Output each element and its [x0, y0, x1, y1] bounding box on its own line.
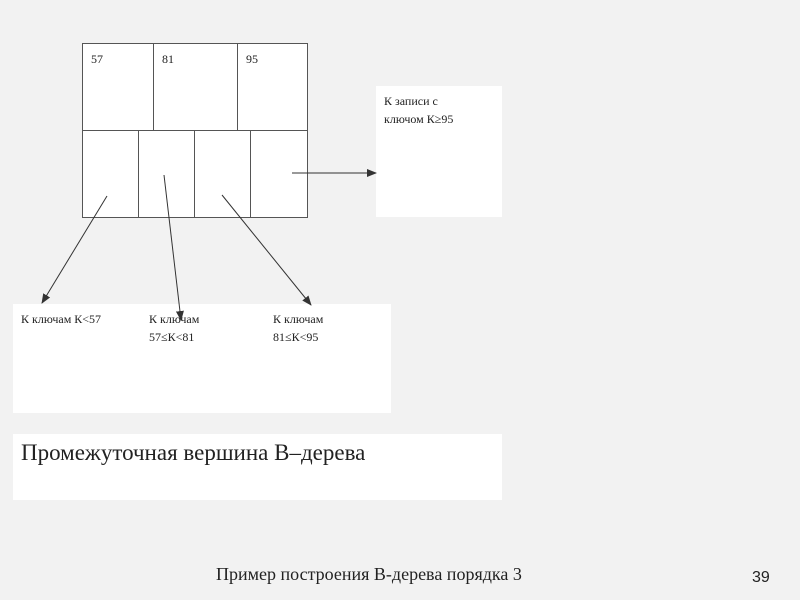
- child-box-81-95: К ключам 81≤К<95: [265, 304, 391, 413]
- slide-number: 39: [752, 569, 770, 586]
- node-key-95: 95: [237, 43, 308, 131]
- record-pointer-box: К записи с ключом К≥95: [376, 86, 502, 217]
- child-81-95-line-2: 81≤К<95: [273, 330, 319, 344]
- node-key-57: 57: [82, 43, 154, 131]
- child-box-57-81: К ключам 57≤К<81: [141, 304, 265, 413]
- child-box-lt57: К ключам К<57: [13, 304, 141, 413]
- arrow-pointer-3-to-81-95: [221, 194, 312, 306]
- record-pointer-line-1: К записи с: [384, 94, 438, 108]
- node-pointer-4: [250, 130, 308, 218]
- caption-box: Промежуточная вершина B–дерева: [13, 434, 502, 500]
- node-pointer-2: [138, 130, 195, 218]
- slide-footer-title: Пример построения B-дерева порядка 3: [216, 564, 522, 584]
- child-81-95-line-1: К ключам: [273, 312, 324, 326]
- node-key-81: 81: [153, 43, 238, 131]
- caption-text: Промежуточная вершина B–дерева: [21, 440, 366, 465]
- arrow-pointer-1-to-lt57: [41, 195, 108, 304]
- arrow-pointer-2-to-57-81: [163, 174, 184, 321]
- record-pointer-line-2: ключом К≥95: [384, 112, 454, 126]
- child-57-81-line-2: 57≤К<81: [149, 330, 195, 344]
- child-lt57-line-1: К ключам К<57: [21, 312, 102, 326]
- child-57-81-line-1: К ключам: [149, 312, 200, 326]
